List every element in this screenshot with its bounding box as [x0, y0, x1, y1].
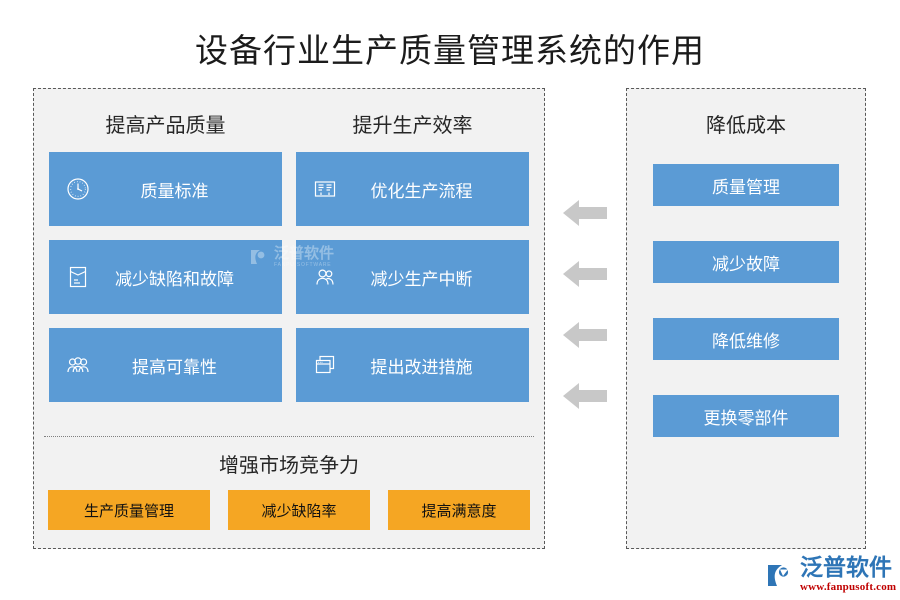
- right-item-label: 减少故障: [712, 254, 780, 274]
- flowchart-icon: [296, 176, 354, 202]
- card-improvement-measures[interactable]: 提出改进措施: [296, 328, 529, 402]
- right-panel-content: 降低成本 质量管理 减少故障 降低维修 更换零部件: [627, 89, 865, 472]
- bottom-heading: 增强市场竞争力: [219, 455, 359, 477]
- right-item-reduce-maintenance[interactable]: 降低维修: [653, 318, 839, 360]
- column-heading-product-quality: 提高产品质量: [105, 115, 226, 137]
- card-label: 优化生产流程: [370, 181, 473, 201]
- right-item-reduce-failures[interactable]: 减少故障: [653, 241, 839, 283]
- card-quality-standard[interactable]: 质量标准: [49, 152, 282, 226]
- card-improve-reliability[interactable]: 提高可靠性: [49, 328, 282, 402]
- arrow-stack: [562, 196, 612, 411]
- arrow-left-icon: [562, 379, 608, 413]
- section-divider: [44, 436, 534, 437]
- right-item-label: 质量管理: [712, 177, 780, 197]
- clock-icon: [49, 176, 107, 202]
- arrow-left-icon: [562, 257, 608, 291]
- right-panel: 降低成本 质量管理 减少故障 降低维修 更换零部件: [626, 88, 866, 549]
- right-item-replace-parts[interactable]: 更换零部件: [653, 395, 839, 437]
- fanpu-swoosh-icon: [768, 564, 789, 586]
- card-label: 减少生产中断: [370, 269, 473, 289]
- right-item-label: 降低维修: [712, 331, 780, 351]
- chip-label: 减少缺陷率: [261, 503, 337, 520]
- page-title: 设备行业生产质量管理系统的作用: [195, 34, 705, 70]
- chip-reduce-defect-rate[interactable]: 减少缺陷率: [228, 490, 370, 530]
- group-people-icon: [49, 352, 107, 378]
- card-label: 减少缺陷和故障: [115, 269, 234, 289]
- brand-name: 泛普软件: [800, 554, 892, 580]
- arrow-left-icon: [562, 318, 608, 352]
- brand-url: www.fanpusoft.com: [800, 581, 897, 593]
- stacked-windows-icon: [296, 352, 354, 378]
- card-optimize-process[interactable]: 优化生产流程: [296, 152, 529, 226]
- right-item-label: 更换零部件: [703, 408, 789, 428]
- column-product-quality: 提高产品质量 质量标准: [49, 109, 282, 416]
- column-heading-production-efficiency: 提升生产效率: [352, 115, 473, 137]
- brand-logo: 泛普软件 www.fanpusoft.com: [765, 556, 896, 593]
- left-panel: 提高产品质量 质量标准: [33, 88, 545, 549]
- arrow-left-icon: [562, 196, 608, 230]
- chip-improve-satisfaction[interactable]: 提高满意度: [388, 490, 530, 530]
- document-envelope-icon: [49, 264, 107, 290]
- card-reduce-interruption[interactable]: 减少生产中断: [296, 240, 529, 314]
- chip-production-quality-management[interactable]: 生产质量管理: [48, 490, 210, 530]
- market-competitiveness-section: 增强市场竞争力 生产质量管理 减少缺陷率 提高满意度: [34, 441, 544, 530]
- column-production-efficiency: 提升生产效率 优化生产流程: [296, 109, 529, 416]
- card-reduce-defects-failures[interactable]: 减少缺陷和故障: [49, 240, 282, 314]
- right-item-quality-management[interactable]: 质量管理: [653, 164, 839, 206]
- chip-label: 提高满意度: [421, 503, 497, 520]
- right-panel-heading: 降低成本: [706, 115, 786, 137]
- two-people-icon: [296, 264, 354, 290]
- chip-label: 生产质量管理: [83, 503, 174, 520]
- card-label: 提高可靠性: [132, 357, 217, 377]
- chip-row: 生产质量管理 减少缺陷率 提高满意度: [48, 490, 530, 530]
- left-panel-columns: 提高产品质量 质量标准: [34, 89, 544, 416]
- card-label: 质量标准: [140, 181, 209, 201]
- card-label: 提出改进措施: [370, 357, 473, 377]
